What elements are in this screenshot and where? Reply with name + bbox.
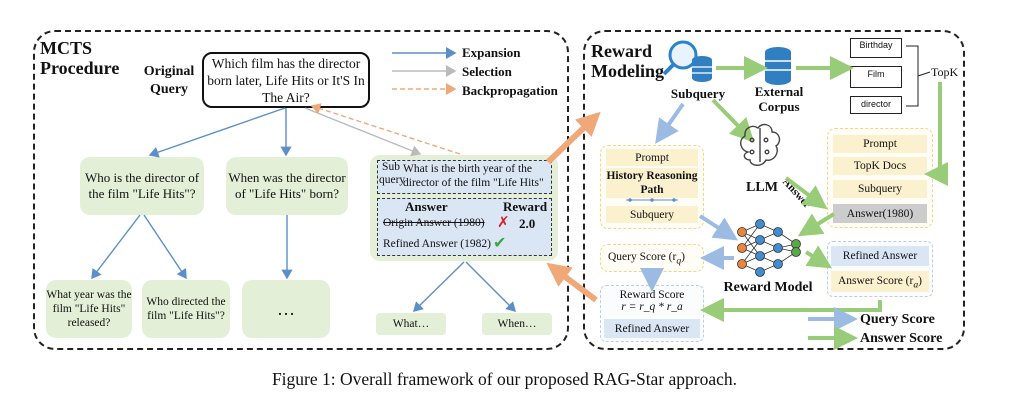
arrow-to-reward	[545, 111, 601, 165]
edge-root-director	[148, 107, 286, 158]
edge-director-who	[143, 214, 187, 280]
llm-label: LLM	[746, 180, 778, 195]
original-query-box: Which film has the director born later, …	[202, 52, 370, 108]
node-when-born: When was the director of "Life Hits" bor…	[226, 157, 348, 215]
answer-header: Answer	[405, 199, 448, 214]
node-who-is-director: Who is the director of the film "Life Hi…	[80, 157, 204, 215]
node-what-year: What year was the film "Life Hits" relea…	[46, 280, 132, 338]
reward-header: Reward	[503, 199, 548, 214]
reward-model-network-icon	[737, 219, 801, 277]
arrow-llm-answer	[784, 176, 828, 210]
arrow-answerscore-reward	[700, 298, 882, 322]
legend-backprop: Backpropagation	[462, 83, 558, 98]
history-path-icon	[626, 198, 678, 202]
arrow-to-mcts	[546, 262, 598, 303]
node-ellipsis: …	[242, 280, 330, 338]
refined-answer-bottom: Refined Answer	[604, 319, 700, 338]
cross-icon: ✗	[497, 213, 510, 231]
doc-film: Film	[850, 66, 902, 88]
llm-brain-icon	[740, 123, 781, 166]
topk-label: TopK	[931, 65, 959, 79]
answer-table	[377, 198, 552, 256]
arrow-rm-answerscore	[804, 245, 833, 269]
mcts-panel	[33, 30, 569, 350]
refined-answer: Refined Answer (1982)	[383, 238, 491, 250]
subquery-label: Sub query	[379, 161, 406, 186]
leaf-what: What…	[376, 313, 446, 335]
doc-director: director	[850, 96, 902, 114]
left-subquery: Subquery	[606, 206, 698, 223]
left-prompt: Prompt	[606, 149, 698, 166]
arrow-subquery-leftstack	[655, 102, 685, 144]
right-prompt: Prompt	[833, 135, 927, 153]
reward-formula: r = r_q * r_a	[621, 301, 683, 313]
subquery-database-icon	[692, 56, 712, 82]
figure-caption: Figure 1: Overall framework of our propo…	[271, 369, 738, 389]
edge-selected-when	[465, 261, 516, 312]
arrow-subquery-llm	[711, 98, 755, 143]
arrow-leftstack-rm	[698, 214, 739, 241]
legend-selection: Selection	[462, 64, 512, 79]
reward-panel	[583, 30, 965, 350]
left-history: History Reasoning Path	[606, 168, 698, 198]
subquery-label-top: Subquery	[670, 86, 726, 101]
subquery-box	[377, 160, 552, 194]
answer-score-box: Answer Score (ra)	[831, 271, 929, 292]
node-who-directed: Who directed the film "Life Hits"?	[142, 280, 230, 338]
topk-bracket	[906, 45, 919, 107]
topk-tick	[917, 71, 931, 77]
reward-value: 2.0	[519, 216, 536, 231]
reward-score-title: Reward Score	[619, 289, 685, 301]
legend-answer-score: Answer Score	[860, 331, 943, 346]
edge-backprop	[310, 103, 461, 155]
legend-expansion: Expansion	[462, 45, 521, 60]
arrow-rightstack-rm	[797, 212, 836, 237]
search-icon	[662, 40, 698, 76]
edge-director-year	[91, 214, 141, 280]
right-answer: Answer(1980)	[833, 204, 927, 223]
check-icon: ✔	[493, 233, 507, 252]
reward-title: Reward Modeling	[591, 41, 665, 81]
subquery-text: What is the birth year of the director o…	[403, 163, 544, 189]
reward-model-label: Reward Model	[723, 280, 813, 295]
right-subquery: Subquery	[833, 180, 927, 198]
external-corpus-label: External Corpus	[754, 84, 804, 114]
right-topk: TopK Docs	[833, 157, 927, 175]
refined-answer-right: Refined Answer	[831, 246, 929, 266]
leaf-when: When…	[482, 313, 552, 335]
doc-birthday: Birthday	[850, 38, 902, 58]
original-query-label: Original Query	[143, 64, 195, 97]
edge-selected-what	[413, 261, 465, 312]
origin-answer: Origin Answer (1980)	[383, 217, 485, 229]
external-corpus-icon	[765, 47, 791, 85]
legend-query-score: Query Score	[860, 312, 935, 327]
edge-root-selected	[304, 107, 422, 157]
query-score-text: Query Score (rq)	[608, 251, 685, 267]
mcts-title: MCTS Procedure	[40, 38, 120, 78]
